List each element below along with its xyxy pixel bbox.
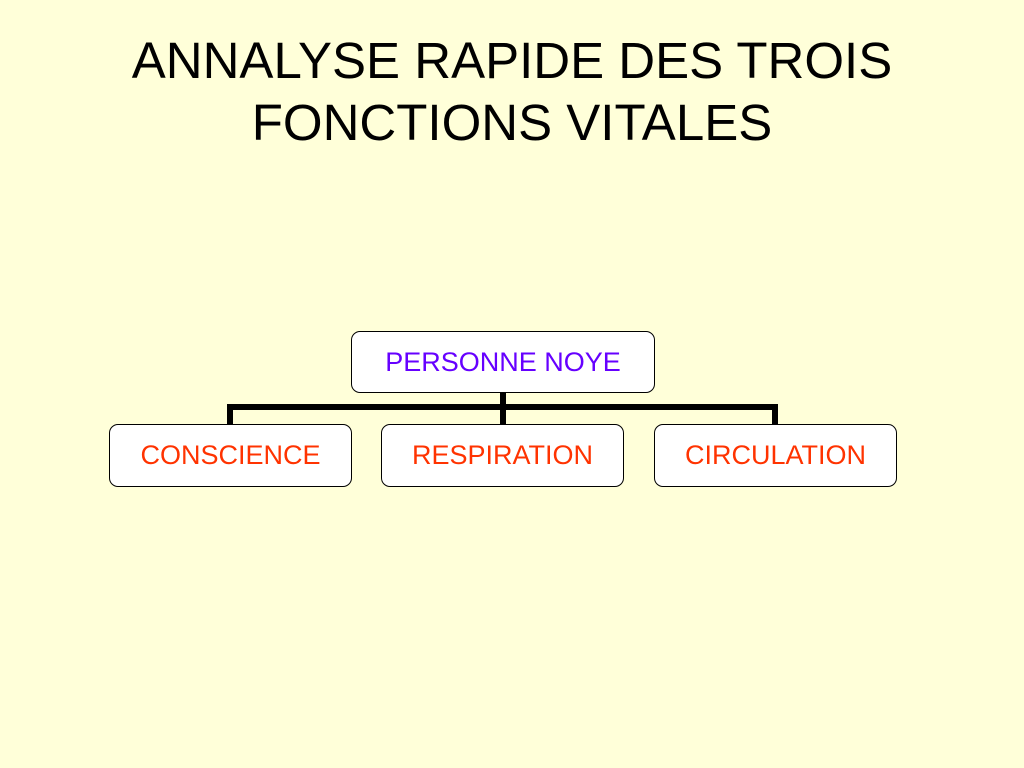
root-node-personne-noye: PERSONNE NOYE (351, 331, 655, 393)
child-node-circulation: CIRCULATION (654, 424, 897, 487)
connector-lines (227, 390, 778, 427)
slide-title: ANNALYSE RAPIDE DES TROIS FONCTIONS VITA… (0, 30, 1024, 154)
title-line-1: ANNALYSE RAPIDE DES TROIS (131, 32, 893, 89)
root-node-label: PERSONNE NOYE (385, 346, 621, 377)
child-node-label: RESPIRATION (411, 440, 594, 470)
child-node-label: CIRCULATION (684, 440, 866, 470)
child-node-respiration: RESPIRATION (381, 424, 624, 487)
title-line-2: FONCTIONS VITALES (251, 94, 773, 151)
child-node-label: CONSCIENCE (140, 440, 321, 470)
child-node-conscience: CONSCIENCE (109, 424, 352, 487)
